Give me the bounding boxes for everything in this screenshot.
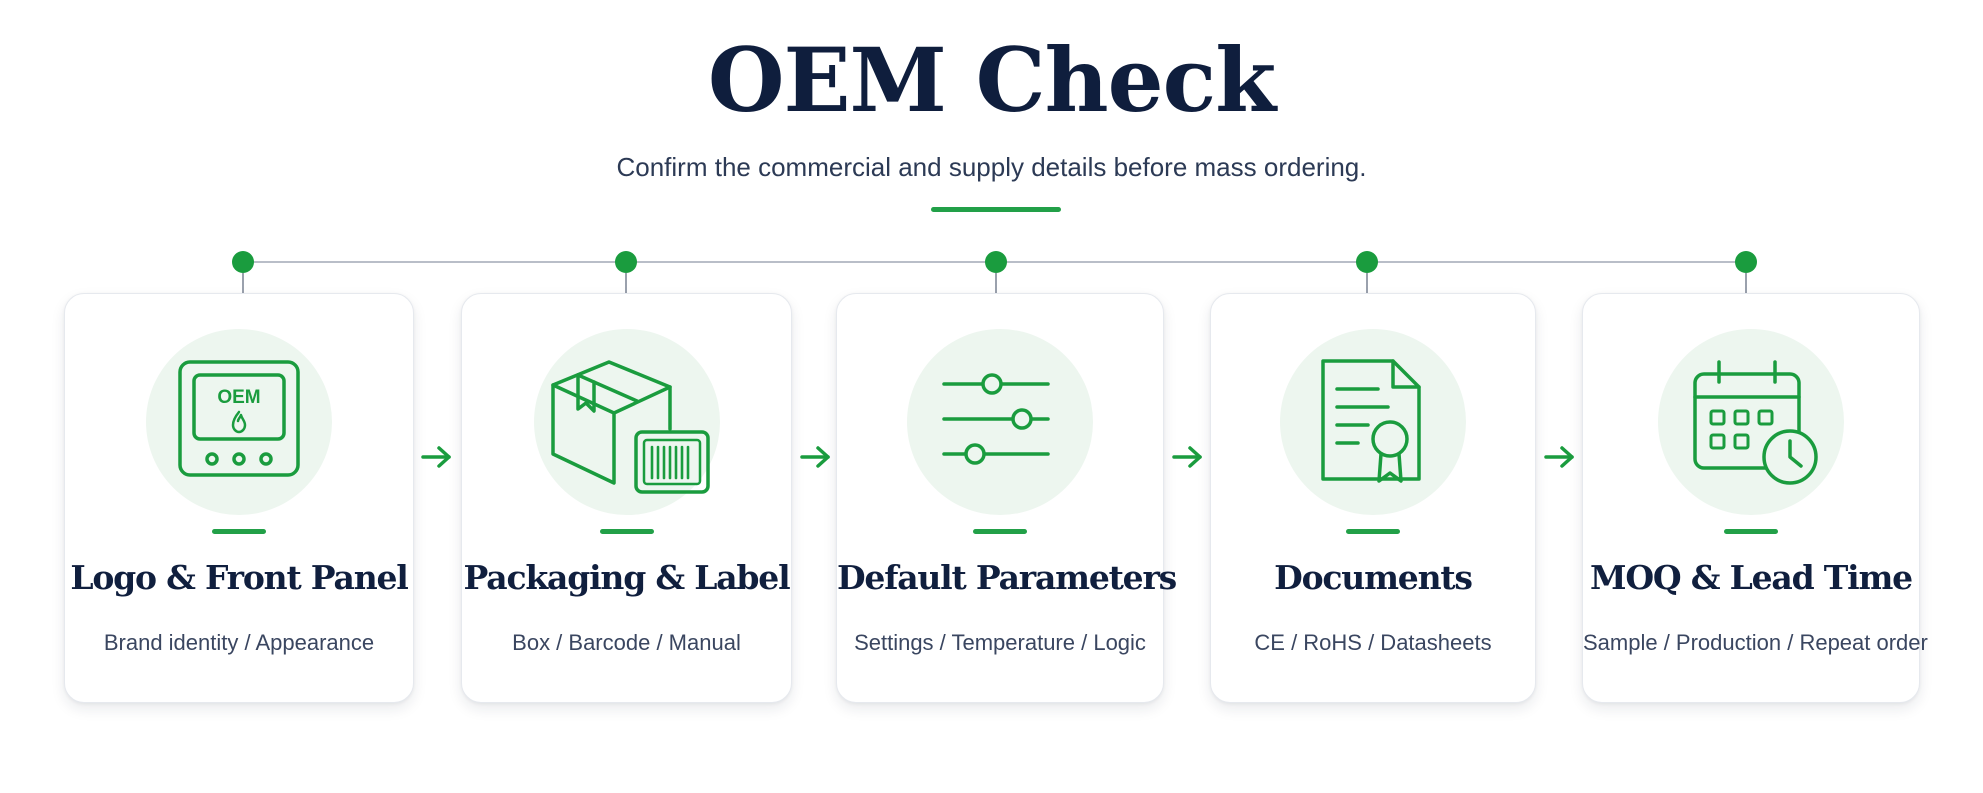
package-barcode-icon — [550, 360, 710, 494]
step-card-logo-front-panel: OEM Logo & Front Panel Brand identity / … — [64, 293, 414, 703]
title-underline — [931, 207, 1061, 212]
step-subtitle: Brand identity / Appearance — [103, 630, 375, 655]
step-title: Logo & Front Panel — [70, 558, 408, 597]
card-accent — [1724, 529, 1778, 534]
step-card-default-parameters: Default Parameters Settings / Temperatur… — [836, 293, 1177, 703]
page-subtitle: Confirm the commercial and supply detail… — [616, 152, 1367, 182]
step-title: MOQ & Lead Time — [1590, 558, 1913, 597]
step-subtitle: Box / Barcode / Manual — [512, 630, 741, 655]
timeline-dot-4 — [1356, 251, 1378, 273]
icon-circle — [907, 329, 1093, 515]
step-card-moq-lead-time: MOQ & Lead Time Sample / Production / Re… — [1582, 293, 1928, 703]
card-accent — [973, 529, 1027, 534]
step-title: Default Parameters — [837, 558, 1177, 597]
arrow-right-icon — [1544, 446, 1574, 468]
timeline-connector-5 — [1745, 273, 1747, 295]
card-accent — [1346, 529, 1400, 534]
step-title: Documents — [1274, 558, 1473, 597]
arrow-right-icon — [421, 446, 451, 468]
arrow-right-icon — [1172, 446, 1202, 468]
timeline-connector-3 — [995, 273, 997, 295]
timeline-dot-2 — [615, 251, 637, 273]
icon-circle: OEM — [146, 329, 332, 515]
sliders-icon — [942, 373, 1050, 465]
timeline-connector-2 — [625, 273, 627, 295]
icon-circle — [1280, 329, 1466, 515]
step-subtitle: Settings / Temperature / Logic — [854, 630, 1146, 655]
step-card-documents: Documents CE / RoHS / Datasheets — [1210, 293, 1536, 703]
card-accent — [599, 529, 654, 534]
certificate-document-icon — [1321, 359, 1421, 483]
step-title: Packaging & Label — [463, 558, 791, 597]
card-accent — [212, 529, 266, 534]
timeline-dot-5 — [1735, 251, 1757, 273]
page-title: OEM Check — [707, 28, 1276, 132]
timeline-connector-4 — [1366, 273, 1368, 295]
timeline-connector-1 — [242, 273, 244, 295]
icon-circle — [1658, 329, 1844, 515]
timeline-dot-3 — [985, 251, 1007, 273]
icon-circle — [533, 329, 720, 515]
arrow-right-icon — [800, 446, 830, 468]
device-front-panel-label: OEM — [217, 387, 260, 408]
timeline-dot-1 — [232, 251, 254, 273]
calendar-clock-icon — [1693, 360, 1818, 485]
device-front-panel-icon: OEM — [178, 360, 300, 477]
step-subtitle: CE / RoHS / Datasheets — [1254, 630, 1492, 655]
step-card-packaging-label: Packaging & Label Box / Barcode / Manual — [461, 293, 792, 703]
step-subtitle: Sample / Production / Repeat order — [1583, 630, 1928, 655]
